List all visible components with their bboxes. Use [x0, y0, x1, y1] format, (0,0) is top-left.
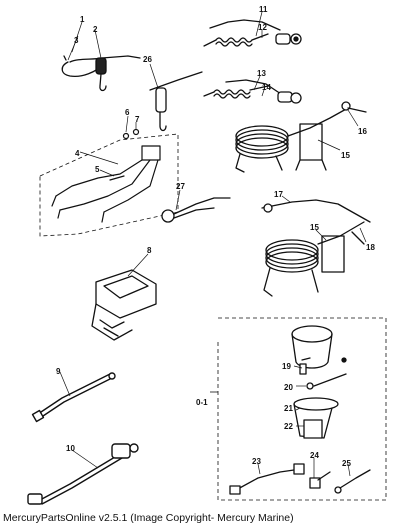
callout-20: 20 — [284, 383, 293, 392]
callout-5: 5 — [95, 165, 100, 174]
part-short-harness — [161, 197, 231, 223]
callout-10: 10 — [66, 444, 75, 453]
callout-3: 3 — [74, 36, 79, 45]
callout-24: 24 — [310, 451, 319, 460]
callout-19: 19 — [282, 362, 291, 371]
callout-4: 4 — [75, 149, 80, 158]
part-group-dashed-harness — [39, 128, 179, 237]
callout-8: 8 — [147, 246, 152, 255]
callout-23: 23 — [252, 457, 261, 466]
callout-7: 7 — [135, 115, 140, 124]
part-extension-harness-lower — [261, 199, 371, 297]
callout-21: 21 — [284, 404, 293, 413]
part-clamped-cable — [149, 71, 203, 132]
callout-13: 13 — [257, 69, 266, 78]
callout-14: 14 — [262, 83, 271, 92]
callout-11: 11 — [259, 5, 268, 14]
callout-12: 12 — [258, 23, 267, 32]
callout-15: 15 — [341, 151, 350, 160]
callout-9: 9 — [56, 367, 61, 376]
group-label: 0-1 — [196, 398, 208, 407]
image-caption: MercuryPartsOnline v2.5.1 (Image Copyrig… — [3, 512, 294, 524]
callout-22: 22 — [284, 422, 293, 431]
part-straight-cable — [31, 372, 116, 423]
callout-16: 16 — [358, 127, 367, 136]
callout-1: 1 — [80, 15, 85, 24]
part-long-cable — [27, 443, 139, 505]
part-cable-clamp — [61, 55, 141, 92]
part-module — [91, 269, 157, 341]
callout-27: 27 — [176, 182, 185, 191]
callout-25: 25 — [342, 459, 351, 468]
part-gauge-kit-box — [210, 317, 387, 501]
callout-26: 26 — [143, 55, 152, 64]
leader-lines — [59, 11, 367, 478]
callout-15-lower: 15 — [310, 223, 319, 232]
part-coiled-harness-upper — [203, 19, 302, 47]
callout-labels: 1 2 3 4 5 6 7 8 9 10 11 12 13 14 15 16 1… — [56, 5, 375, 468]
part-extension-harness-upper — [235, 101, 367, 173]
callout-18: 18 — [366, 243, 375, 252]
callout-6: 6 — [125, 108, 130, 117]
callout-2: 2 — [93, 25, 98, 34]
part-coiled-harness-lower — [203, 79, 302, 104]
callout-17: 17 — [274, 190, 283, 199]
